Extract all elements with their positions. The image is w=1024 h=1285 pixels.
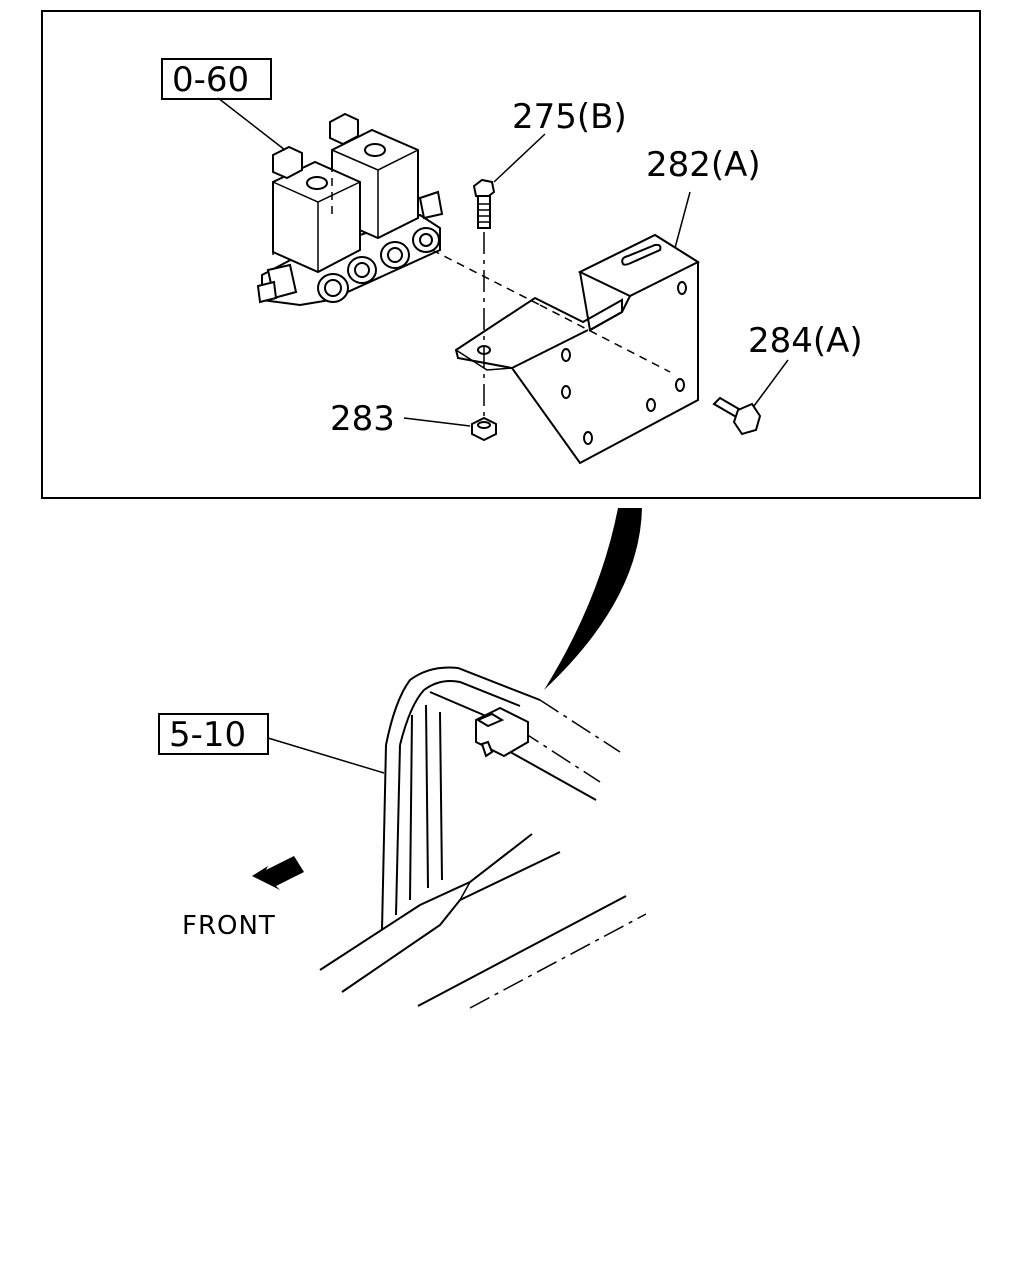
leader-0-60 xyxy=(217,97,286,151)
ref-box-0-60 xyxy=(161,58,272,100)
bracket xyxy=(431,233,701,465)
callout-bracket-a: 282(A) xyxy=(646,145,761,185)
detail-pointer xyxy=(544,508,642,690)
leader-275b xyxy=(493,133,546,183)
chassis-frame xyxy=(319,666,647,1009)
front-label: FRONT xyxy=(182,911,276,941)
ref-box-5-10 xyxy=(158,713,269,755)
nut xyxy=(471,416,497,442)
front-arrow-icon xyxy=(252,856,304,890)
ref-label-harness: 5-10 xyxy=(169,715,246,755)
bolt-b xyxy=(472,178,496,420)
callout-bolt-b: 275(B) xyxy=(512,97,627,137)
ref-label-valve: 0-60 xyxy=(172,60,249,100)
leader-284a xyxy=(753,359,789,407)
leader-282a xyxy=(674,191,691,249)
solenoid-valve-assembly xyxy=(256,112,444,307)
callout-bolt-a: 284(A) xyxy=(748,321,863,361)
leader-5-10 xyxy=(267,737,385,774)
bolt-a xyxy=(712,396,762,436)
callout-nut: 283 xyxy=(330,399,395,439)
detail-frame xyxy=(41,10,981,499)
leader-283 xyxy=(403,417,471,427)
